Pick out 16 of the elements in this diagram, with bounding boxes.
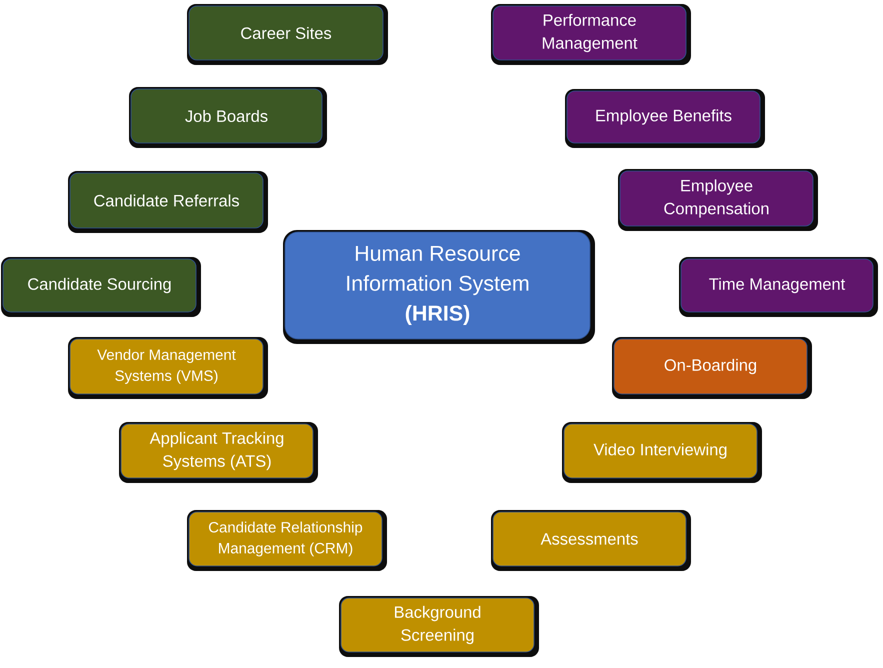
topic-box: Career Sites [187,4,388,65]
topic-box: Job Boards [129,87,327,148]
central-box: Human Resource Information System (HRIS) [283,230,595,344]
topic-box: Time Management [679,257,878,317]
topic-box: Assessments [491,510,691,571]
topic-box: Candidate Sourcing [1,257,201,317]
topic-box: Background Screening [339,596,539,657]
topic-box: Vendor Management Systems (VMS) [68,337,268,399]
topic-box: Applicant Tracking Systems (ATS) [119,422,318,483]
topic-box: Candidate Referrals [68,171,268,233]
topic-box: Performance Management [491,4,691,65]
topic-box: Employee Benefits [565,89,765,148]
topic-box: Candidate Relationship Management (CRM) [187,510,387,571]
topic-box: Employee Compensation [618,169,818,231]
topic-box: Video Interviewing [562,422,762,483]
topic-box: On-Boarding [612,337,812,399]
